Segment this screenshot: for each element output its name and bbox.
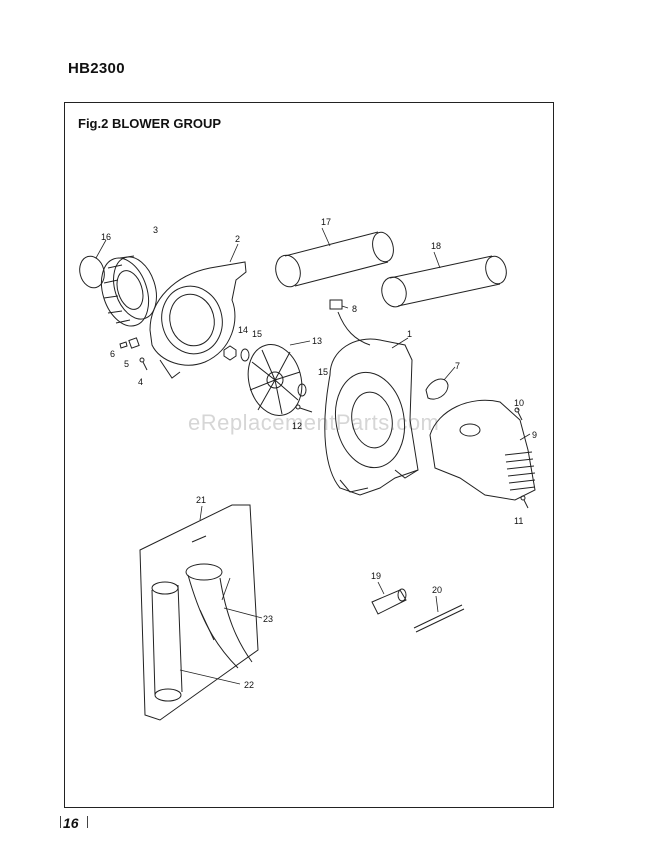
part-20-rod bbox=[413, 604, 465, 633]
callout-20: 20 bbox=[432, 585, 442, 595]
part-23-curved-nozzle bbox=[185, 563, 253, 669]
callout-12: 12 bbox=[292, 421, 302, 431]
callout-11: 11 bbox=[514, 516, 523, 526]
page-number: 16 bbox=[63, 815, 79, 831]
part-8-switch bbox=[329, 299, 371, 346]
part-9-side-cover bbox=[429, 399, 536, 501]
part-1-main-housing bbox=[324, 338, 419, 496]
callout-15-lower: 15 bbox=[318, 367, 328, 377]
callout-labels: 1 2 3 4 5 6 7 8 9 10 11 12 13 14 15 15 1… bbox=[101, 217, 537, 690]
callout-14: 14 bbox=[238, 325, 248, 335]
callout-3: 3 bbox=[153, 225, 158, 235]
part-3-fan-cover bbox=[100, 255, 157, 327]
callout-5: 5 bbox=[124, 359, 129, 369]
part-14-nut bbox=[223, 345, 237, 361]
callout-21: 21 bbox=[196, 495, 206, 505]
callout-22: 22 bbox=[244, 680, 254, 690]
part-13-impeller bbox=[247, 344, 303, 416]
figure-title: Fig.2 BLOWER GROUP bbox=[78, 116, 221, 131]
part-19-plug bbox=[371, 588, 407, 615]
part-12-screw bbox=[295, 404, 313, 413]
callout-17: 17 bbox=[321, 217, 331, 227]
part-4-screw bbox=[139, 357, 148, 371]
callout-8: 8 bbox=[352, 304, 357, 314]
part-5-6-small-parts bbox=[119, 337, 140, 349]
callout-15-upper: 15 bbox=[252, 329, 262, 339]
model-number: HB2300 bbox=[68, 60, 125, 77]
figure-frame bbox=[64, 102, 554, 808]
watermark-text: eReplacementParts.com bbox=[188, 410, 440, 435]
callout-6: 6 bbox=[110, 349, 115, 359]
part-10-screw bbox=[514, 407, 523, 421]
part-22-straight-nozzle bbox=[151, 581, 183, 702]
page-tick-right bbox=[87, 816, 88, 828]
callout-2: 2 bbox=[235, 234, 240, 244]
part-15-washer-upper bbox=[240, 348, 250, 362]
part-2-volute-case bbox=[149, 261, 247, 379]
callout-18: 18 bbox=[431, 241, 441, 251]
part-17-pipe bbox=[275, 231, 394, 288]
callout-9: 9 bbox=[532, 430, 537, 440]
page-tick-left bbox=[60, 816, 61, 828]
part-18-pipe bbox=[381, 255, 507, 308]
callout-16: 16 bbox=[101, 232, 111, 242]
callout-19: 19 bbox=[371, 571, 381, 581]
callout-23: 23 bbox=[263, 614, 273, 624]
callout-7: 7 bbox=[455, 361, 460, 371]
callout-1: 1 bbox=[407, 329, 412, 339]
callout-13: 13 bbox=[312, 336, 322, 346]
part-11-screw bbox=[520, 495, 529, 509]
leader-lines bbox=[95, 227, 531, 685]
part-7-knob bbox=[425, 378, 449, 400]
callout-4: 4 bbox=[138, 377, 143, 387]
part-15-washer-lower bbox=[297, 383, 307, 397]
callout-10: 10 bbox=[514, 398, 524, 408]
part-21-package bbox=[139, 504, 259, 721]
